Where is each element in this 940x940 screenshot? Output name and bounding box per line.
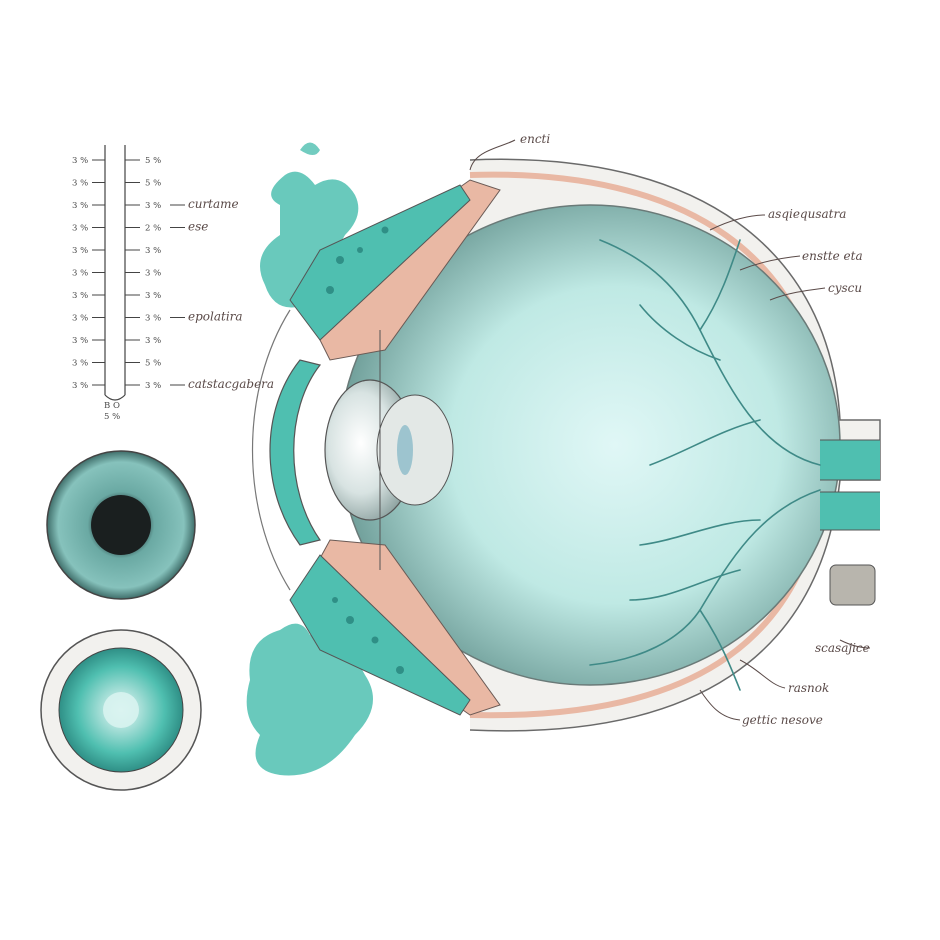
scale-label-left: 3 % (72, 269, 88, 279)
scale-label-right: 3 % (145, 381, 161, 391)
scale-label-right: 3 % (145, 291, 161, 301)
scale-annotation: ese (188, 220, 208, 234)
scale-label-right: 5 % (145, 179, 161, 189)
scale-label-left: 3 % (72, 291, 88, 301)
scale-label-left: 3 % (72, 359, 88, 369)
measurement-scale (104, 145, 126, 401)
watercolor-splash-top (260, 142, 359, 308)
choroid (289, 184, 471, 716)
scale-label-left: 3 % (72, 381, 88, 391)
scale-label-left: 3 % (72, 314, 88, 324)
lens-posterior (376, 394, 454, 506)
scale-label-right: 3 % (145, 314, 161, 324)
label-right-1: asqiequsatra (768, 207, 846, 221)
label-right-3: cyscu (828, 281, 862, 295)
scale-label-right: 5 % (145, 359, 161, 369)
scale-label-right: 3 % (145, 246, 161, 256)
scale-label-left: 3 % (72, 336, 88, 346)
scale-label-left: 3 % (72, 179, 88, 189)
label-bottom-1: rasnok (788, 681, 829, 695)
scale-label-left: 3 % (72, 224, 88, 234)
scale-bottom-label: 5 % (104, 412, 120, 422)
scale-label-right: 2 % (145, 224, 161, 234)
scale-label-right: 3 % (145, 269, 161, 279)
label-right-4: scasajice (815, 641, 870, 655)
scale-label-left: 3 % (72, 246, 88, 256)
scale-label-right: 3 % (145, 201, 161, 211)
pupil-highlight (397, 425, 413, 475)
lens-front-view (40, 629, 202, 791)
optic-nerve (820, 439, 880, 606)
scale-label-left: 3 % (72, 201, 88, 211)
cornea-outline (251, 309, 291, 591)
scale-label-right: 5 % (145, 156, 161, 166)
iris-front-view (46, 450, 196, 600)
scale-bottom-label: B O (104, 401, 120, 411)
scale-annotation: epolatira (188, 310, 243, 324)
label-right-2: enstte eta (802, 249, 863, 263)
scale-label-right: 3 % (145, 336, 161, 346)
scale-annotation: catstacgabera (188, 377, 274, 391)
scale-ticks: 3 % 5 % 3 % 5 % 3 % 3 % curtame 3 % 2 % ese 3 % 3 %… (72, 156, 274, 422)
leader-lines (469, 139, 871, 721)
retinal-vessels (589, 239, 821, 691)
label-top: encti (520, 132, 550, 146)
watercolor-splash-bottom (246, 623, 373, 776)
scale-annotation: curtame (188, 197, 239, 211)
scale-label-left: 3 % (72, 156, 88, 166)
label-bottom-2: gettic nesove (742, 713, 823, 727)
cornea (269, 359, 322, 546)
